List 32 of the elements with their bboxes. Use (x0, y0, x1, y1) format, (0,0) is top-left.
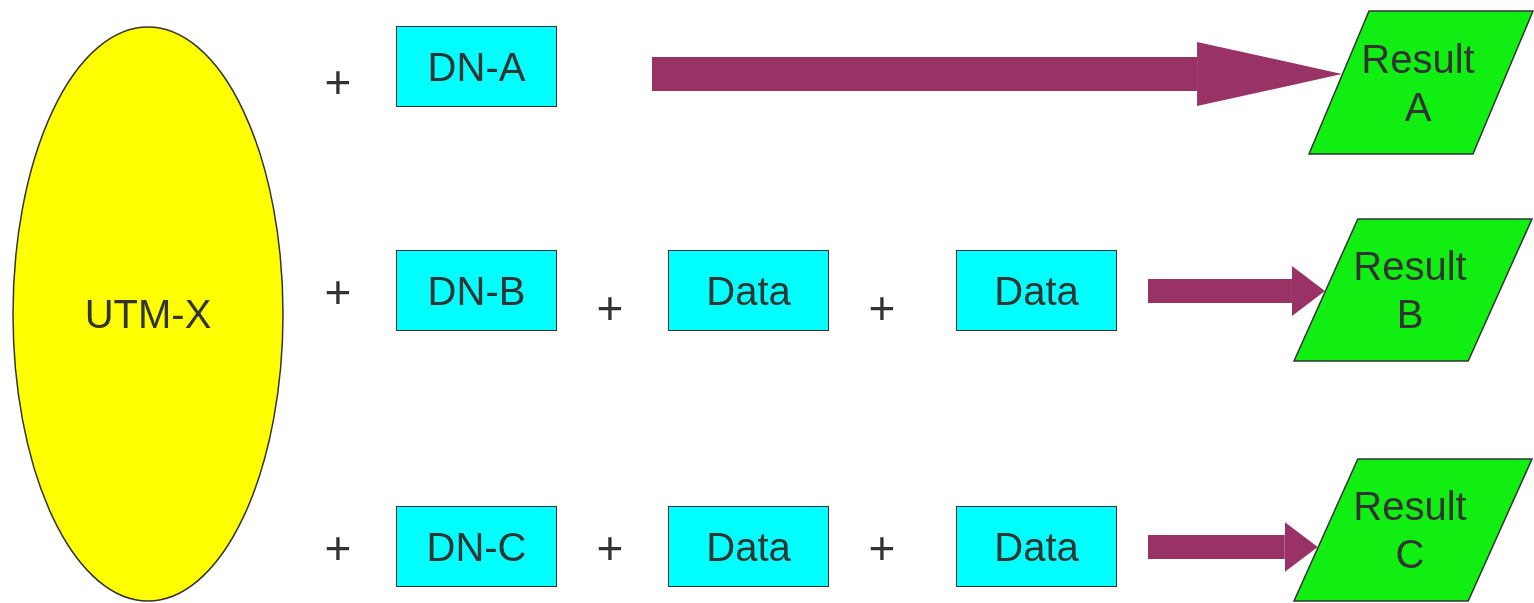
node-label: Result C (1352, 483, 1468, 578)
node-label: Data (706, 267, 791, 315)
node-label: Result A (1360, 35, 1476, 131)
result-parallelogram (1308, 10, 1534, 155)
process-box (396, 506, 557, 587)
result-parallelogram (1293, 218, 1533, 362)
plus-sign: + (868, 285, 896, 331)
block-arrow (1148, 266, 1325, 316)
plus-sign: + (324, 525, 352, 571)
process-box (396, 26, 557, 107)
process-box (956, 250, 1117, 331)
block-arrow (652, 42, 1343, 106)
plus-sign: + (324, 59, 352, 105)
node-label: Result B (1352, 243, 1468, 338)
plus-sign: + (868, 525, 896, 571)
plus-sign: + (324, 269, 352, 315)
node-label: DN-C (426, 523, 527, 571)
node-label: Data (994, 267, 1079, 315)
node-label: DN-B (427, 267, 526, 315)
node-label: DN-A (427, 43, 526, 91)
plus-sign: + (596, 525, 624, 571)
node-label: Data (706, 523, 791, 571)
process-box (396, 250, 557, 331)
process-box (956, 506, 1117, 587)
process-box (668, 506, 829, 587)
process-box (668, 250, 829, 331)
result-parallelogram (1293, 458, 1533, 602)
ellipse-node (12, 26, 284, 602)
node-label: Data (994, 523, 1079, 571)
block-arrow (1148, 522, 1318, 572)
plus-sign: + (596, 285, 624, 331)
node-label: UTM-X (84, 291, 212, 338)
